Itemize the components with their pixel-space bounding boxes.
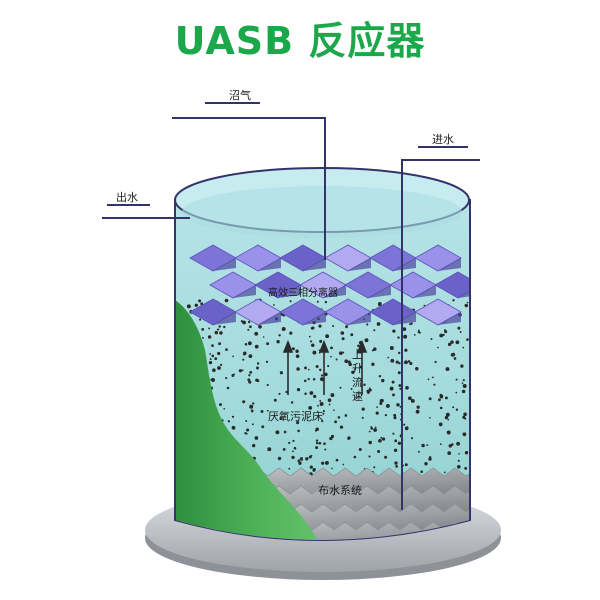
outlet-pipe — [102, 204, 190, 219]
sludge-bed-label: 厌氧污泥床 — [268, 409, 323, 423]
page-title: UASB 反应器 — [174, 19, 426, 63]
outlet-label: 出水 — [116, 190, 138, 204]
cutaway-wall — [175, 300, 318, 540]
biogas-pipe — [172, 102, 326, 260]
three-phase-separator — [189, 244, 470, 326]
inlet-label: 进水 — [432, 133, 454, 146]
upflow-arrows — [282, 339, 368, 395]
distribution-label: 布水系统 — [318, 484, 362, 497]
upflow-label: 上升流速 — [352, 348, 363, 403]
inlet-pipe — [401, 146, 480, 510]
separator-label: 高效三相分离器 — [268, 286, 338, 299]
biogas-label: 沼气 — [229, 88, 251, 102]
